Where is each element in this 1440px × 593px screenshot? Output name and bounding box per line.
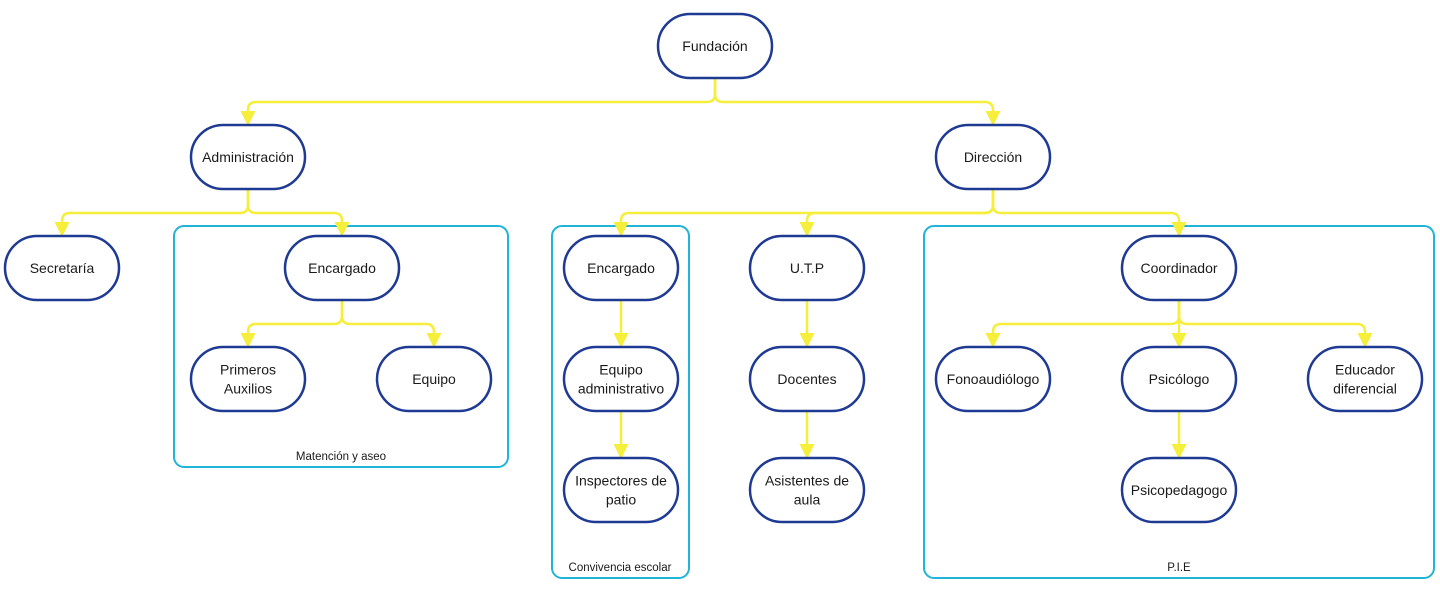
node-label: Equipo bbox=[412, 371, 456, 387]
node-shape bbox=[1120, 456, 1238, 524]
connector-fundacion-direccion bbox=[713, 78, 1001, 126]
group-label-mantencion: Matención y aseo bbox=[296, 451, 386, 463]
node-shape bbox=[562, 345, 680, 413]
node-shape bbox=[1120, 345, 1238, 413]
node-label: Psicopedagogo bbox=[1131, 482, 1228, 498]
node-label: Fonoaudiólogo bbox=[947, 371, 1040, 387]
node-label: Educador bbox=[1335, 362, 1395, 378]
connector-fundacion-administracion bbox=[240, 78, 717, 126]
node-fundacion[interactable]: Fundación bbox=[656, 12, 774, 80]
node-shape bbox=[1120, 234, 1238, 302]
node-label: Dirección bbox=[964, 149, 1022, 165]
node-shape bbox=[562, 456, 680, 524]
node-label: U.T.P bbox=[790, 260, 824, 276]
node-administracion[interactable]: Administración bbox=[189, 123, 307, 191]
connector-encargado_mant-equipo bbox=[340, 300, 442, 348]
node-label: Encargado bbox=[308, 260, 376, 276]
node-educador[interactable]: Educador diferencial bbox=[1306, 345, 1424, 413]
node-encargado-mant[interactable]: Encargado bbox=[283, 234, 401, 302]
connector-direccion-utp bbox=[799, 189, 995, 237]
node-shape bbox=[3, 234, 121, 302]
node-shape bbox=[375, 345, 493, 413]
node-label: Inspectores de bbox=[575, 473, 667, 489]
node-shape bbox=[1306, 345, 1424, 413]
node-label: Secretaría bbox=[30, 260, 95, 276]
node-utp[interactable]: U.T.P bbox=[748, 234, 866, 302]
node-asistentes[interactable]: Asistentes de aula bbox=[748, 456, 866, 524]
node-label: administrativo bbox=[578, 381, 665, 397]
node-equipo-admin[interactable]: Equipo administrativo bbox=[562, 345, 680, 413]
node-psicopedagogo[interactable]: Psicopedagogo bbox=[1120, 456, 1238, 524]
node-psicologo[interactable]: Psicólogo bbox=[1120, 345, 1238, 413]
connector-encargado_mant-primeros_auxilios bbox=[240, 300, 344, 348]
node-shape bbox=[748, 456, 866, 524]
node-label: Equipo bbox=[599, 362, 643, 378]
node-coordinador[interactable]: Coordinador bbox=[1120, 234, 1238, 302]
node-label: aula bbox=[794, 492, 821, 508]
node-shape bbox=[189, 123, 307, 191]
node-shape bbox=[562, 234, 680, 302]
node-label: Auxilios bbox=[224, 381, 272, 397]
node-equipo[interactable]: Equipo bbox=[375, 345, 493, 413]
node-inspectores[interactable]: Inspectores de patio bbox=[562, 456, 680, 524]
connector-coordinador-educador bbox=[1177, 300, 1373, 348]
node-fonoaudiologo[interactable]: Fonoaudiólogo bbox=[934, 345, 1052, 413]
group-label-convivencia: Convivencia escolar bbox=[569, 562, 672, 574]
node-shape bbox=[656, 12, 774, 80]
node-label: Docentes bbox=[777, 371, 836, 387]
node-direccion[interactable]: Dirección bbox=[934, 123, 1052, 191]
group-label-pie: P.I.E bbox=[1167, 562, 1191, 574]
node-encargado-conv[interactable]: Encargado bbox=[562, 234, 680, 302]
node-shape bbox=[283, 234, 401, 302]
node-label: patio bbox=[606, 492, 637, 508]
node-label: Administración bbox=[202, 149, 294, 165]
node-label: Asistentes de bbox=[765, 473, 849, 489]
node-shape bbox=[934, 123, 1052, 191]
connector-administracion-secretaria bbox=[54, 189, 250, 237]
node-shape bbox=[748, 234, 866, 302]
node-label: Encargado bbox=[587, 260, 655, 276]
node-secretaria[interactable]: Secretaría bbox=[3, 234, 121, 302]
connector-direccion-coordinador bbox=[991, 189, 1187, 237]
node-label: diferencial bbox=[1333, 381, 1397, 397]
node-label: Primeros bbox=[220, 362, 276, 378]
node-shape bbox=[934, 345, 1052, 413]
node-shape bbox=[189, 345, 307, 413]
node-label: Fundación bbox=[682, 38, 747, 54]
node-label: Psicólogo bbox=[1149, 371, 1210, 387]
connector-administracion-encargado_mant bbox=[246, 189, 350, 237]
node-docentes[interactable]: Docentes bbox=[748, 345, 866, 413]
connector-coordinador-fonoaudiologo bbox=[985, 300, 1181, 348]
node-label: Coordinador bbox=[1140, 260, 1217, 276]
node-shape bbox=[748, 345, 866, 413]
